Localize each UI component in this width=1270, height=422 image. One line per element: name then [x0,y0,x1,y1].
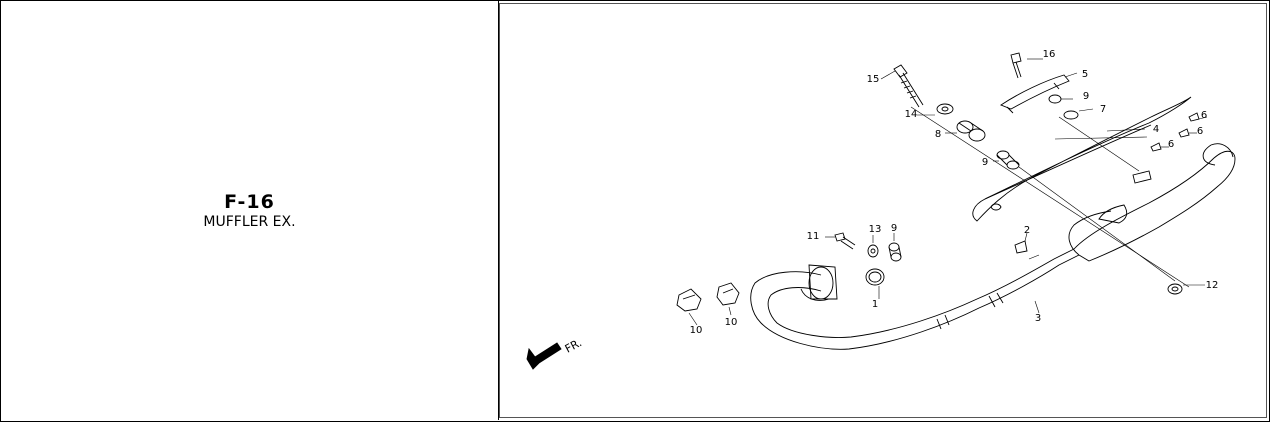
nut-10-a [676,288,702,312]
callout-label: 12 [1206,280,1219,291]
clip-6-b [1178,128,1190,138]
washer-14-hole [941,106,949,112]
callout-label: 10 [690,325,703,336]
callout-label: 11 [807,231,820,242]
callout-label: 15 [867,74,880,85]
figure-name: MUFFLER EX. [203,214,296,230]
callout-label: 7 [1100,104,1106,115]
clip-6-a [1188,112,1200,122]
exploded-diagram-panel: 1 2 3 4 5 6 6 6 7 8 9 9 9 10 10 11 12 13… [499,3,1267,417]
callout-label: 6 [1197,126,1203,137]
front-direction-label: FR. [563,336,584,355]
front-direction-arrow-icon [526,342,562,370]
exploded-parts-diagram: 1 2 3 4 5 6 6 6 7 8 9 9 9 10 10 11 12 13… [526,49,1236,370]
nut-10-b [716,282,740,306]
collar-9-bracket [1048,94,1062,104]
figure-title-block: F-16 MUFFLER EX. [1,191,498,231]
collar-9-lower [888,242,902,262]
grommet-8 [956,120,986,142]
diagram-border [499,3,1267,418]
callout-label: 3 [1035,313,1041,324]
washer-14 [936,103,954,115]
figure-code: F-16 [224,191,275,213]
callout-label: 2 [1024,225,1030,236]
callout-label: 9 [1083,91,1089,102]
muffler-body [1068,143,1236,262]
washer-7 [1063,110,1079,120]
callout-label: 4 [1153,124,1159,135]
callout-label: 8 [935,129,941,140]
clip-6-c [1150,142,1162,152]
callout-label: 6 [1168,139,1174,150]
pipe-flange [808,264,838,300]
callout-label: 10 [725,317,738,328]
callout-label: 9 [982,157,988,168]
callout-label: 13 [869,224,882,235]
callout-label: 1 [872,299,878,310]
alignment-lines [688,58,1208,326]
nut-12 [1167,283,1183,295]
bracket [1000,74,1070,114]
clamp-2 [1014,240,1028,254]
bolt-16 [1010,52,1022,79]
callout-label: 9 [891,223,897,234]
callout-label: 16 [1043,49,1056,60]
bolt-11 [834,232,856,250]
callout-label: 5 [1082,69,1088,80]
heat-shield [972,96,1192,222]
exhaust-pipe [750,248,1080,350]
nut-13 [867,244,879,258]
callout-label: 6 [1201,110,1207,121]
callout-labels: 1 2 3 4 5 6 6 6 7 8 9 9 9 10 10 11 12 13… [690,49,1219,336]
collar-9-upper [996,150,1020,170]
callout-label: 14 [905,109,918,120]
gasket-1 [865,268,885,286]
bolt-15 [893,64,924,108]
figure-info-panel: F-16 MUFFLER EX. [1,1,499,420]
